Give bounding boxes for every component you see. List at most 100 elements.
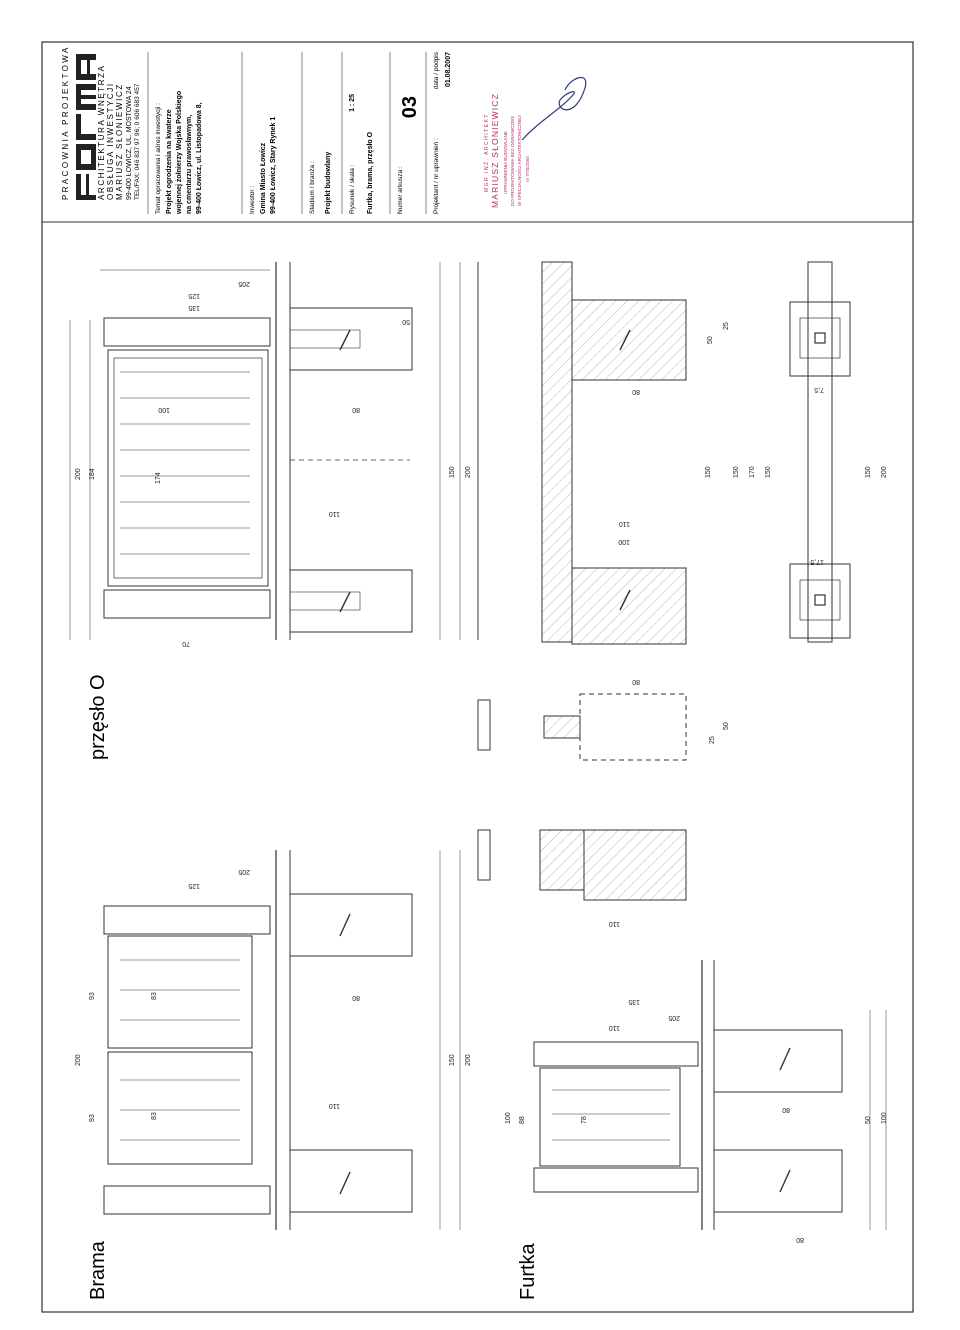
dim-80: 80 xyxy=(352,406,360,413)
dim-plan-17-5: 17,5 xyxy=(810,558,824,565)
dim-70: 70 xyxy=(182,640,190,647)
post-bottom xyxy=(103,589,271,619)
dim-200b: 200 xyxy=(465,466,472,478)
section-dimensions: 150 80 110 100 50 25 xyxy=(618,322,730,545)
investor-line-1: Gmina Miasto Łowicz xyxy=(260,142,267,214)
stamp-line-5: W SPECJALNOŚCI ARCHITEKTONICZNEJ xyxy=(515,115,522,206)
dim-plan-150b: 150 xyxy=(765,466,772,478)
dim-brama-125: 125 xyxy=(188,882,200,889)
dim-section-25: 25 xyxy=(723,322,730,330)
dim-150: 150 xyxy=(449,466,456,478)
dim-section-50: 50 xyxy=(707,336,714,344)
project-topic: Temat opracowania i adres inwestycji : P… xyxy=(155,91,203,215)
dim-brama-83b: 83 xyxy=(151,1112,158,1120)
dim-174: 174 xyxy=(155,472,162,484)
dim-brama-80: 80 xyxy=(352,994,360,1001)
sheet-number: Numer arkusza : 03 xyxy=(397,96,421,214)
dim-section-110: 110 xyxy=(619,520,630,527)
dim-furtka-88: 88 xyxy=(519,1116,526,1124)
stamp-line-4: DO PROJEKTOWANIA BEZ OGRANICZEŃ xyxy=(509,116,515,206)
topic-label: Temat opracowania i adres inwestycji : xyxy=(155,103,162,214)
designer-stamp: MGR INŻ. ARCHITEKT MARIUSZ SŁONIEWICZ UP… xyxy=(483,93,530,208)
office-top-line: PRACOWNIA PROJEKTOWA xyxy=(61,45,70,200)
dim-brama-93b: 93 xyxy=(89,1114,96,1122)
office-line-3: MARIUSZ SŁONIEWICZ xyxy=(115,83,124,200)
dim-brama-205: 205 xyxy=(238,868,250,875)
dim-plan-150: 150 xyxy=(733,466,740,478)
dim-184: 184 xyxy=(89,468,96,480)
signature xyxy=(521,76,587,141)
designer-label: Projektant / nr uprawnień : xyxy=(433,138,440,214)
dim-section-100: 100 xyxy=(618,538,630,545)
stamp-line-1: MGR INŻ. ARCHITEKT xyxy=(483,113,490,192)
sheet-label: Numer arkusza : xyxy=(397,166,404,214)
foundation-top xyxy=(289,307,413,371)
svg-text:przęsło O: przęsło O xyxy=(87,674,109,760)
dim-detail-25: 25 xyxy=(709,736,716,744)
brama-dimensions: 200 93 93 83 83 150 200 205 125 80 110 xyxy=(75,868,472,1122)
dim-plan-7-5: 7,5 xyxy=(814,386,824,393)
stage: Stadium / branża : Projekt budowlany xyxy=(309,152,332,214)
furtka-leaf xyxy=(539,1067,681,1167)
brama-leaf-2 xyxy=(107,1051,253,1165)
office-phone: TEL/FAX: 046 837 97 96; 0 606 683 457 xyxy=(134,83,141,200)
topic-line-3: na cmentarzu prawosławnym, xyxy=(186,115,193,214)
dim-brama-83: 83 xyxy=(151,992,158,1000)
przeslo-elevation xyxy=(69,262,461,640)
topic-line-1: Projekt ogrodzenia na kwaterze xyxy=(166,109,173,214)
scale-value: 1 : 25 xyxy=(349,94,356,112)
date-label: data / podpis xyxy=(433,51,440,89)
dim-brama-200b: 200 xyxy=(465,1054,472,1066)
dim-section-80: 80 xyxy=(632,388,640,395)
dim-brama-150: 150 xyxy=(449,1054,456,1066)
dim-furtka-110: 110 xyxy=(609,1024,620,1031)
dim-furtka-50: 50 xyxy=(865,1116,872,1124)
investor-label: Inwestor : xyxy=(249,186,256,214)
post-detail-foundation xyxy=(579,693,687,761)
drawing-scale: Rysunek / skala : 1 : 25 Furtka, brama, … xyxy=(349,94,374,214)
dim-125: 125 xyxy=(188,292,200,299)
przeslo-dimensions: 200 184 174 150 200 50 100 205 125 135 1… xyxy=(75,280,472,647)
office-header: PRACOWNIA PROJEKTOWA ARCHITEKTURA WNĘTRZ… xyxy=(61,45,141,200)
furtka-post-top xyxy=(533,1041,699,1067)
brama-post-top xyxy=(103,905,271,935)
dim-furtka-100b: 100 xyxy=(881,1112,888,1124)
topic-line-2: wojennej żołnierzy Wojska Polskiego xyxy=(176,91,183,215)
label-przeslo-o: przęsło O xyxy=(87,674,109,760)
investor-line-2: 99-400 Łowicz, Stary Rynek 1 xyxy=(270,117,277,214)
dim-detail-110: 110 xyxy=(609,920,620,927)
plan-dimensions: 150 170 150 150 200 17,5 7,5 xyxy=(733,386,888,565)
topic-line-4: 99-400 Łowicz, ul. Listopadowa 8, xyxy=(196,102,203,214)
brama-leaf-1 xyxy=(107,935,253,1049)
dim-furtka-100: 100 xyxy=(505,1112,512,1124)
dim-detail-50: 50 xyxy=(723,722,730,730)
dim-furtka-135: 135 xyxy=(628,998,640,1005)
label-furtka: Furtka xyxy=(517,1242,539,1300)
post-detail-dimensions: 50 25 80 110 xyxy=(609,678,730,927)
svg-text:Brama: Brama xyxy=(87,1240,109,1300)
dim-detail-80: 80 xyxy=(632,678,640,685)
office-address: 99-400 ŁOWICZ, UL. MOSTOWA 24 xyxy=(126,86,133,200)
stamp-line-2: MARIUSZ SŁONIEWICZ xyxy=(490,93,500,208)
przeslo-section xyxy=(477,261,687,645)
office-line-2: OBSŁUGA INWESTYCJI xyxy=(106,82,115,200)
dim-plan-150c: 150 xyxy=(865,466,872,478)
dim-plan-170: 170 xyxy=(749,466,756,478)
sheet-border xyxy=(41,41,914,1313)
dim-section-150: 150 xyxy=(705,466,712,478)
brama-post-bottom xyxy=(103,1185,271,1215)
drawing-label: Rysunek / skala : xyxy=(349,164,356,214)
dim-50: 50 xyxy=(402,318,410,325)
dim-furtka-80: 80 xyxy=(782,1106,790,1113)
dim-135: 135 xyxy=(188,304,200,311)
post-details xyxy=(477,693,687,901)
dim-110: 110 xyxy=(329,510,340,517)
stage-label: Stadium / branża : xyxy=(309,161,316,214)
furtka-post-bottom xyxy=(533,1167,699,1193)
stage-value: Projekt budowlany xyxy=(325,152,332,214)
sheet-value: 03 xyxy=(399,96,421,118)
furtka-foundation-bottom xyxy=(713,1149,843,1213)
dim-205: 205 xyxy=(238,280,250,287)
forma-logo xyxy=(76,54,96,200)
designer: Projektant / nr uprawnień : data / podpi… xyxy=(433,51,452,214)
